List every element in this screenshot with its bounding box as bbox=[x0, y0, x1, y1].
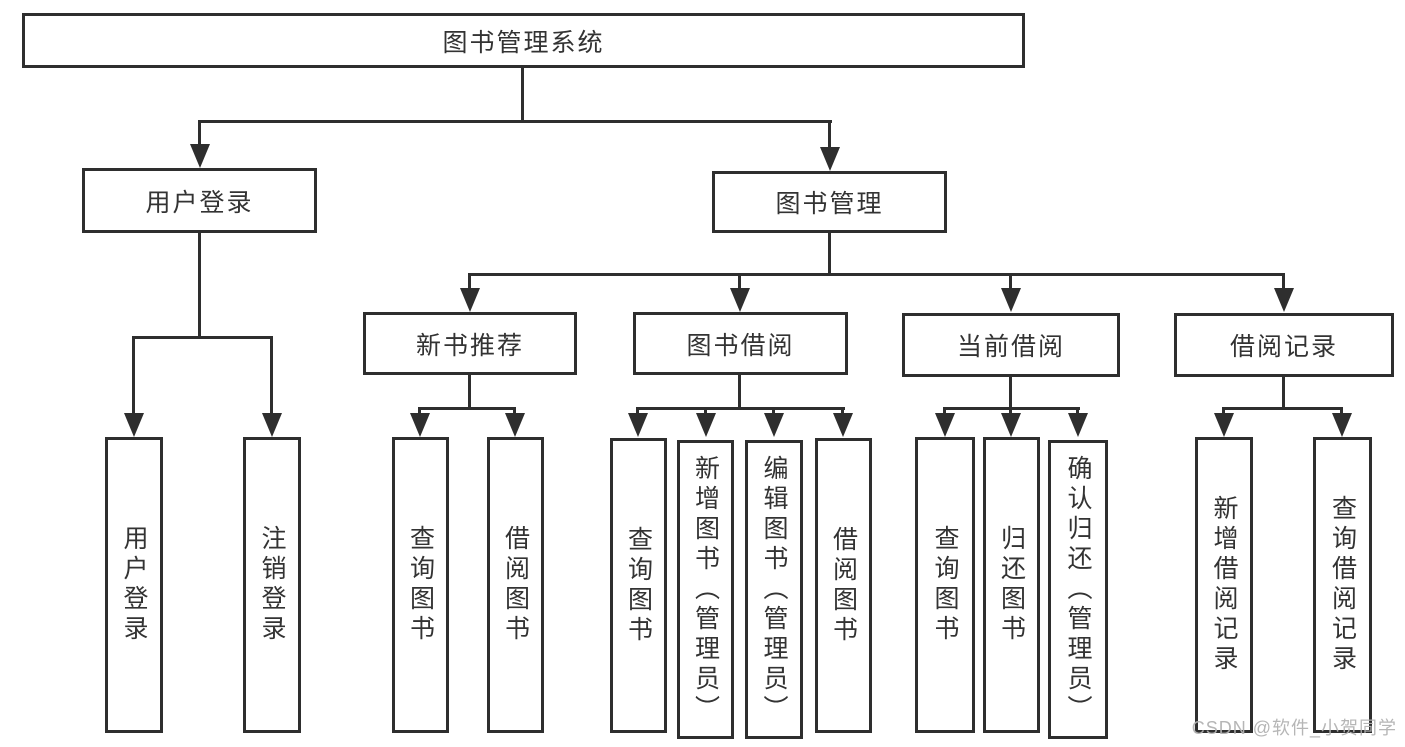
leaf-bb-borrow-books: 借阅图书 bbox=[815, 438, 872, 733]
connector-br-add-drop bbox=[1222, 407, 1225, 416]
connector-bb-edit-drop bbox=[772, 407, 775, 416]
connector-borrowing-drop bbox=[738, 273, 741, 292]
leaf-br-add-record: 新增借阅记录 bbox=[1195, 437, 1253, 733]
node-new-book-recommend: 新书推荐 bbox=[363, 312, 577, 375]
arrowhead-bb-add bbox=[696, 413, 716, 437]
connector-root-stem bbox=[521, 68, 524, 122]
arrowhead-br-query bbox=[1332, 413, 1352, 437]
connector-new-books-drop bbox=[468, 273, 471, 292]
connector-current-drop bbox=[1009, 273, 1012, 292]
arrowhead-bb-edit bbox=[764, 413, 784, 437]
connector-nb-borrow-drop bbox=[513, 407, 516, 416]
connector-br-query-drop bbox=[1340, 407, 1343, 416]
leaf-bb-add-books-admin: 新增图书（管理员） bbox=[677, 440, 734, 739]
connector-current-stem bbox=[1009, 377, 1012, 409]
node-book-borrowing: 图书借阅 bbox=[633, 312, 848, 375]
node-book-management: 图书管理 bbox=[712, 171, 947, 233]
arrowhead-book-mgmt bbox=[820, 147, 840, 171]
leaf-cb-confirm-return-admin: 确认归还（管理员） bbox=[1048, 440, 1108, 739]
arrowhead-br-add bbox=[1214, 413, 1234, 437]
connector-new-books-stem bbox=[468, 375, 471, 409]
connector-records-rail bbox=[1222, 407, 1343, 410]
connector-user-login-drop bbox=[198, 120, 201, 148]
connector-level3-rail bbox=[468, 273, 1285, 276]
node-borrowing-records: 借阅记录 bbox=[1174, 313, 1394, 377]
leaf-nb-borrow-books: 借阅图书 bbox=[487, 437, 544, 733]
leaf-logout: 注销登录 bbox=[243, 437, 301, 733]
connector-user-login-rail bbox=[132, 336, 273, 339]
connector-cb-return-drop bbox=[1009, 407, 1012, 416]
arrowhead-bb-query bbox=[628, 413, 648, 437]
arrowhead-new-books bbox=[460, 288, 480, 312]
node-library-system: 图书管理系统 bbox=[22, 13, 1025, 68]
leaf-user-login: 用户登录 bbox=[105, 437, 163, 733]
arrowhead-user-login bbox=[190, 144, 210, 168]
node-user-login: 用户登录 bbox=[82, 168, 317, 233]
connector-book-mgmt-drop bbox=[828, 120, 831, 150]
connector-login-leaf-drop bbox=[132, 336, 135, 416]
arrowhead-logout-leaf bbox=[262, 413, 282, 437]
arrowhead-records bbox=[1274, 288, 1294, 312]
arrowhead-cb-query bbox=[935, 413, 955, 437]
node-current-borrowing: 当前借阅 bbox=[902, 313, 1120, 377]
connector-bb-borrow-drop bbox=[841, 407, 844, 416]
connector-root-rail bbox=[198, 120, 832, 123]
connector-cb-confirm-drop bbox=[1076, 407, 1079, 416]
leaf-cb-query-books: 查询图书 bbox=[915, 437, 975, 733]
arrowhead-current bbox=[1001, 288, 1021, 312]
connector-user-login-stem bbox=[198, 233, 201, 338]
connector-new-books-rail bbox=[418, 407, 516, 410]
connector-bb-add-drop bbox=[704, 407, 707, 416]
leaf-cb-return-books: 归还图书 bbox=[983, 437, 1040, 733]
arrowhead-borrowing bbox=[730, 288, 750, 312]
connector-nb-query-drop bbox=[418, 407, 421, 416]
arrowhead-cb-confirm bbox=[1068, 413, 1088, 437]
connector-logout-leaf-drop bbox=[270, 336, 273, 416]
leaf-nb-query-books: 查询图书 bbox=[392, 437, 449, 733]
arrowhead-login-leaf bbox=[124, 413, 144, 437]
connector-records-drop bbox=[1282, 273, 1285, 292]
connector-book-mgmt-stem bbox=[828, 233, 831, 276]
leaf-bb-edit-books-admin: 编辑图书（管理员） bbox=[745, 440, 803, 739]
connector-borrowing-stem bbox=[738, 375, 741, 409]
arrowhead-bb-borrow bbox=[833, 413, 853, 437]
connector-records-stem bbox=[1282, 377, 1285, 409]
leaf-bb-query-books: 查询图书 bbox=[610, 438, 667, 733]
arrowhead-cb-return bbox=[1001, 413, 1021, 437]
arrowhead-nb-borrow bbox=[505, 413, 525, 437]
connector-borrowing-rail bbox=[637, 407, 845, 410]
connector-cb-query-drop bbox=[943, 407, 946, 416]
leaf-br-query-record: 查询借阅记录 bbox=[1313, 437, 1372, 733]
csdn-watermark: CSDN @软件_小贺同学 bbox=[1191, 718, 1397, 738]
arrowhead-nb-query bbox=[410, 413, 430, 437]
connector-bb-query-drop bbox=[636, 407, 639, 416]
